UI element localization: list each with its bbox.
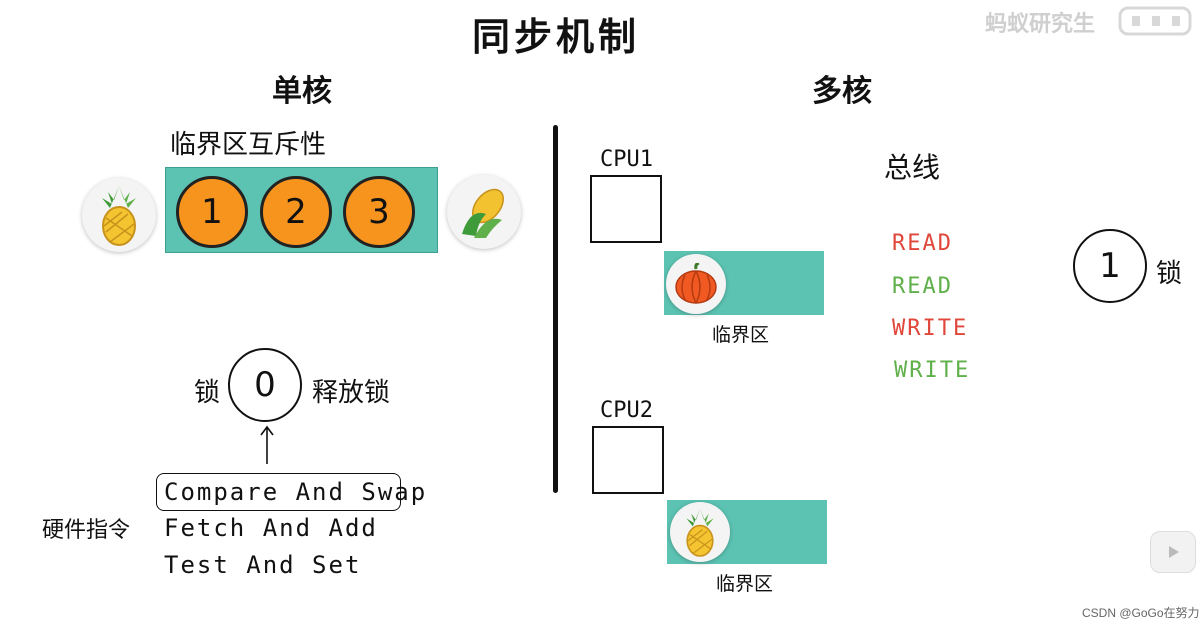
play-icon[interactable] <box>1150 531 1196 573</box>
multi-core-lock-label: 锁 <box>1156 259 1183 289</box>
slot-label: 1 <box>201 192 223 232</box>
pineapple-icon <box>670 502 730 562</box>
bus-heading: 总线 <box>884 151 941 184</box>
bilibili-logo-icon <box>1118 4 1194 42</box>
hw-instruction-tas: Test And Set <box>164 551 362 579</box>
bus-op-read-2: READ <box>892 274 953 299</box>
hw-instruction-cas: Compare And Swap <box>164 478 428 506</box>
arrow-up-icon <box>259 424 275 470</box>
lock-label: 锁 <box>194 378 221 408</box>
page-title: 同步机制 <box>472 15 641 59</box>
pumpkin-icon <box>666 254 726 314</box>
cpu1-box <box>590 175 662 243</box>
lock-value: 1 <box>1099 246 1121 286</box>
slot-3: 3 <box>343 176 415 248</box>
slot-label: 3 <box>368 192 390 232</box>
single-core-heading: 单核 <box>272 74 332 109</box>
cpu2-label: CPU2 <box>600 398 653 423</box>
critical-section-2-label: 临界区 <box>716 573 774 595</box>
bus-op-write-1: WRITE <box>892 316 969 341</box>
critical-section-mutex-label: 临界区互斥性 <box>170 130 327 160</box>
hardware-instructions-label: 硬件指令 <box>42 518 131 543</box>
slot-1: 1 <box>176 176 248 248</box>
section-divider <box>553 125 558 493</box>
multi-core-heading: 多核 <box>812 74 872 109</box>
bus-op-write-2: WRITE <box>894 358 971 383</box>
multi-core-lock-circle: 1 <box>1073 229 1147 303</box>
watermark: 蚂蚁研究生 <box>985 12 1096 37</box>
lock-state-circle: 0 <box>228 348 302 422</box>
critical-section-1-label: 临界区 <box>712 324 770 346</box>
cpu2-box <box>592 426 664 494</box>
slot-label: 2 <box>285 192 307 232</box>
pineapple-icon <box>82 178 156 252</box>
bus-op-read-1: READ <box>892 231 953 256</box>
cas-highlight-box <box>156 473 401 511</box>
slot-2: 2 <box>260 176 332 248</box>
cpu1-label: CPU1 <box>600 147 653 172</box>
release-lock-label: 释放锁 <box>312 378 391 408</box>
credit-text: CSDN @GoGo在努力 <box>1082 606 1200 620</box>
lock-value: 0 <box>254 365 276 405</box>
hw-instruction-faa: Fetch And Add <box>164 514 378 542</box>
corn-icon <box>447 175 521 249</box>
